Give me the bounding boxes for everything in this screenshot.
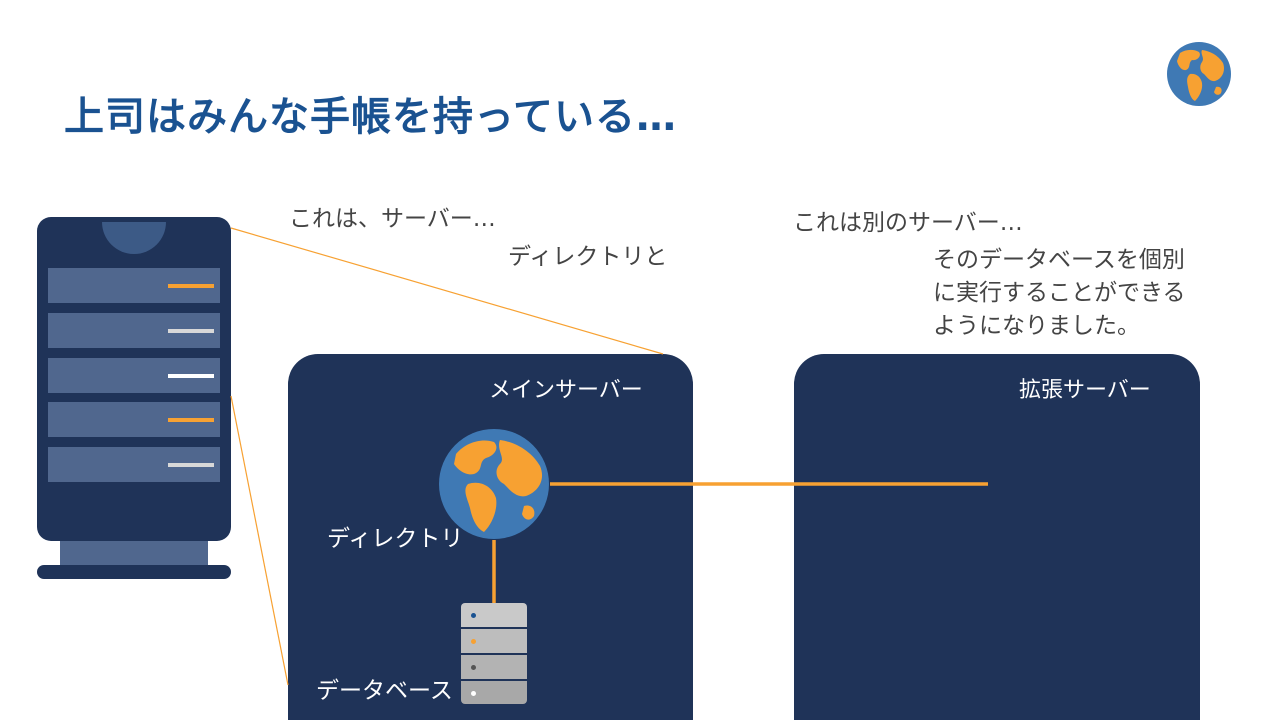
rack-led: [168, 329, 214, 333]
zoom-line-bottom: [230, 395, 289, 686]
rack-led: [168, 284, 214, 288]
globe-icon: [439, 429, 549, 539]
extension-server-label: 拡張サーバー: [1019, 378, 1151, 403]
zoom-line-top: [230, 227, 664, 355]
directory-label: ディレクトリ: [327, 526, 464, 552]
caption-other-sub-1: そのデータベースを個別: [933, 247, 1185, 273]
rack-led: [168, 374, 214, 378]
caption-main-sub: ディレクトリと: [508, 244, 668, 270]
globe-logo-icon: [1167, 42, 1231, 106]
caption-other-sub-2: に実行することができる: [933, 280, 1186, 306]
rack-base: [60, 541, 208, 566]
db-led: [471, 691, 476, 696]
extension-server-panel: [794, 354, 1200, 720]
rack-led: [168, 463, 214, 467]
caption-other-server: これは別のサーバー…: [793, 210, 1023, 236]
db-led: [471, 639, 476, 644]
rack-foot: [37, 565, 231, 579]
rack-led: [168, 418, 214, 422]
slide-title: 上司はみんな手帳を持っている…: [64, 94, 677, 140]
db-unit: [461, 681, 527, 704]
database-server-icon: [461, 603, 527, 704]
caption-main-server: これは、サーバー…: [289, 206, 496, 232]
database-label: データベース: [316, 678, 453, 704]
db-led: [471, 613, 476, 618]
db-led: [471, 665, 476, 670]
main-server-label: メインサーバー: [489, 378, 643, 403]
caption-other-sub-3: ようになりました。: [933, 313, 1140, 339]
